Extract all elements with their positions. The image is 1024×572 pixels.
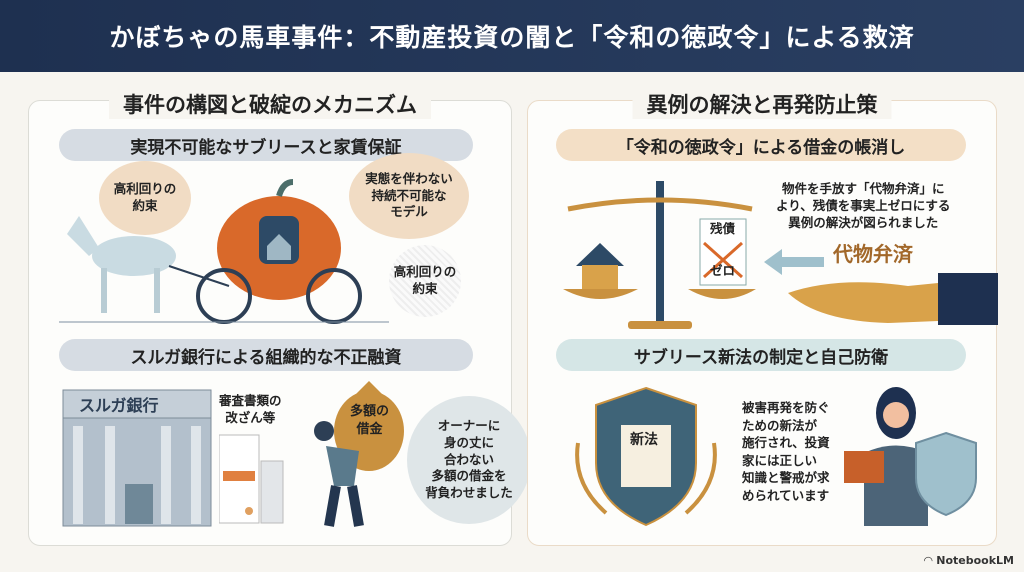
panel-resolution: 異例の解決と再発防止策 「令和の徳政令」による借金の帳消し 残債 ゼロ 物件を手… [527,89,998,546]
woman-with-shield-illustration [844,387,977,526]
section-heading-new-law: サブリース新法の制定と自己防衛 [556,339,966,371]
resolution-description: 物件を手放す「代物弁済」により、残債を事実上ゼロにする異例の解決が図られました [776,181,951,230]
section-heading-fraud: スルガ銀行による組織的な不正融資 [59,339,473,371]
doc-label-zero: ゼロ [710,263,736,278]
section-heading-debt-forgiveness: 「令和の徳政令」による借金の帳消し [556,129,966,161]
explanation-circle: オーナーに身の丈に合わない多額の借金を背負わせました [407,396,531,524]
hand-illustration [788,273,998,325]
pumpkin-carriage-illustration [59,179,389,324]
page-title: かぼちゃの馬車事件：不動産投資の闇と「令和の徳政令」による救済 [109,23,915,52]
pumpkin-icon [217,179,341,300]
arrow-left-icon [764,249,824,275]
book-icon [844,451,884,483]
new-law-description: 被害再発を防ぐための新法が施行され、投資家には正しい知識と警戒が求められています [742,400,830,503]
document-crossed-icon [699,218,747,286]
notebooklm-logo: ◠ NotebookLM [923,554,1014,567]
section-heading-sublease: 実現不可能なサブリースと家賃保証 [59,129,473,161]
bank-building-illustration [62,389,212,527]
panel-mechanism: 事件の構図と破綻のメカニズム 実現不可能なサブリースと家賃保証 高利回りの約束 … [28,89,531,546]
doc-label-remaining-debt: 残債 [710,221,736,236]
balance-scale-illustration [563,181,756,329]
bag-label: 多額の借金 [350,404,390,437]
panel-title: 異例の解決と再発防止策 [632,89,892,119]
documents-label: 審査書類の改ざん等 [219,393,282,425]
shield-icon [915,431,977,517]
shield-law-illustration [575,386,717,527]
speech-bubble: 高利回りの約束 [99,161,191,235]
header: かぼちゃの馬車事件：不動産投資の闇と「令和の徳政令」による救済 [0,0,1024,72]
document-stack-icon [219,434,284,524]
speech-bubble: 実態を伴わない持続不可能なモデル [349,153,469,239]
horse-icon [67,216,176,313]
keyword-daibutsu-bensai: 代物弁済 [833,242,913,266]
bank-sign: スルガ銀行 [79,396,159,415]
panel-title: 事件の構図と破綻のメカニズム [109,89,431,119]
scroll-label: 新法 [630,432,658,448]
hatched-bubble: 高利回りの約束 [389,245,461,317]
burdened-man-illustration [314,381,404,527]
house-icon [576,243,624,289]
